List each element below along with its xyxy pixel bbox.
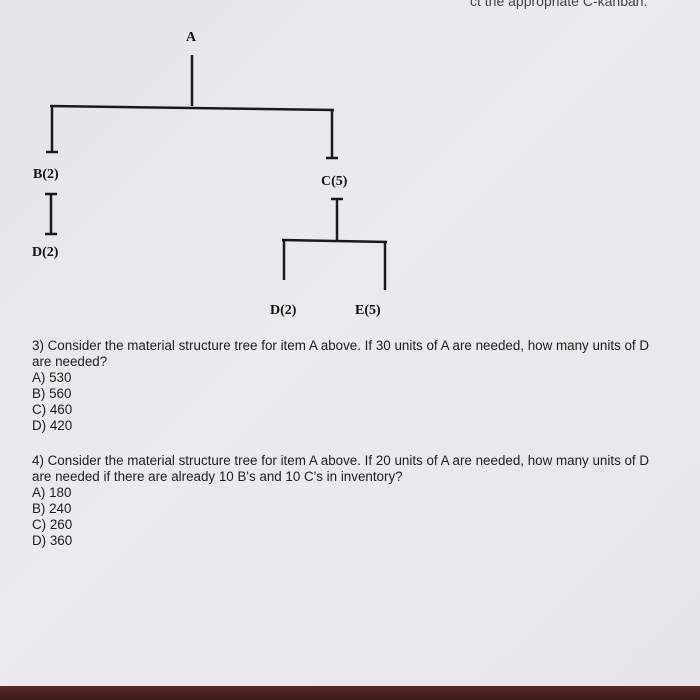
tree-top-bar [49,104,335,112]
question-4-option-a: A) 180 [32,485,72,500]
node-d-right: D(2) [270,303,297,318]
question-4-line-2: are needed if there are already 10 B's a… [32,469,403,484]
question-3-option-d: D) 420 [32,418,73,433]
question-3-option-b: B) 560 [32,386,72,401]
header-cut-text: ct the appropriate C-kanban. [470,0,648,9]
node-b: B(2) [33,167,59,182]
question-3-line-1: 3) Consider the material structure tree … [32,338,650,353]
tree-c-bar [281,238,388,244]
question-4-option-d: D) 360 [32,533,73,548]
question-4-line-1: 4) Consider the material structure tree … [32,453,650,468]
question-4-option-b: B) 240 [32,501,72,516]
question-3-option-a: A) 530 [32,370,72,385]
question-3: 3) Consider the material structure tree … [32,338,692,434]
node-a: A [186,30,197,45]
node-d-left: D(2) [32,245,59,260]
node-c: C(5) [321,174,348,189]
question-4-option-c: C) 260 [32,517,73,532]
question-4: 4) Consider the material structure tree … [32,453,692,549]
question-3-option-c: C) 460 [32,402,73,417]
node-e: E(5) [355,303,381,318]
material-structure-tree [45,55,388,290]
question-3-line-2: are needed? [32,354,108,369]
desk-edge [0,686,700,700]
